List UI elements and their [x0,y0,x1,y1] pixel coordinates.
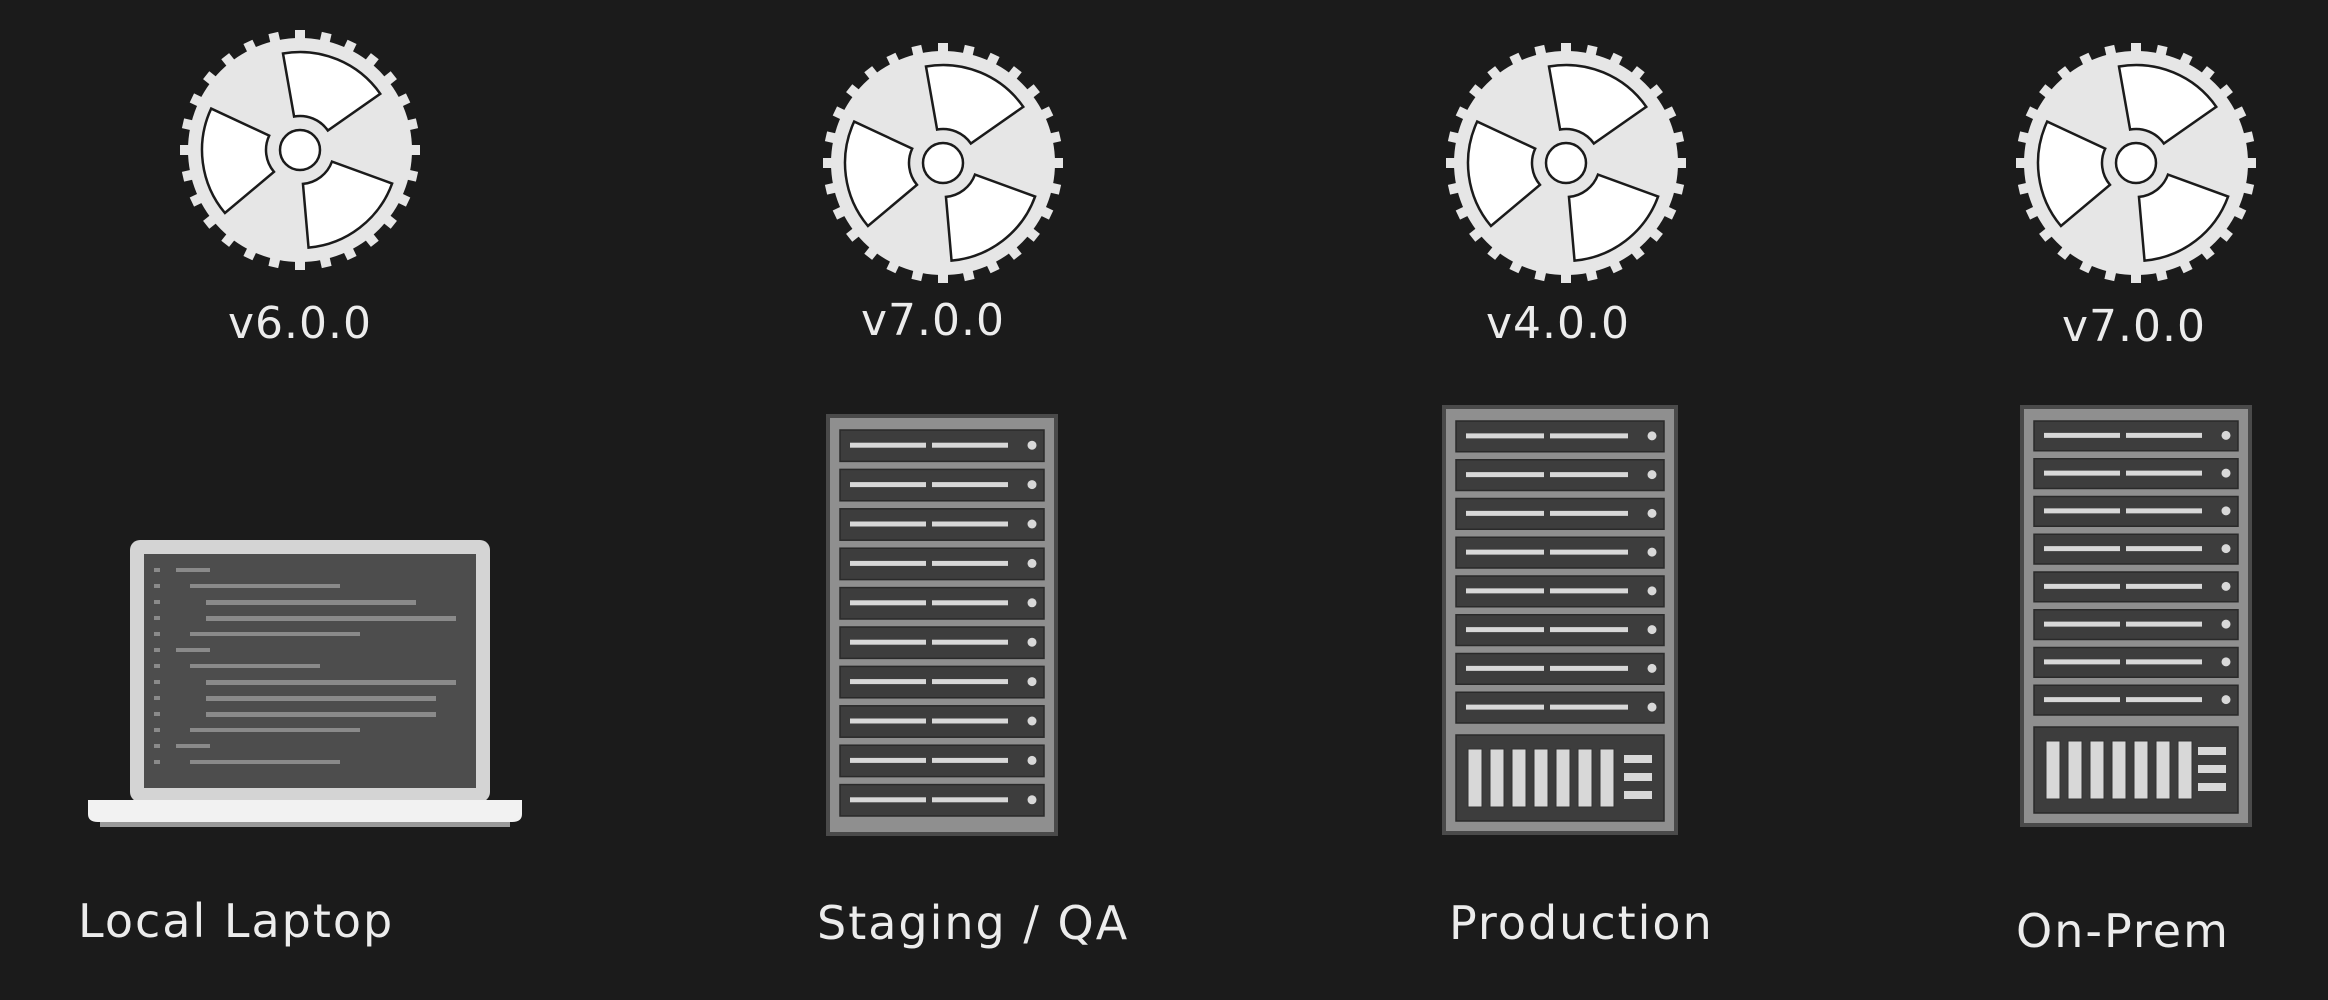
gear-icon [1436,33,1696,293]
server-rack-icon [1442,405,1678,835]
gear-icon [813,33,1073,293]
server-rack-icon [2020,405,2252,827]
gear-icon [2006,33,2266,293]
version-label: v7.0.0 [861,295,1005,346]
gear-icon [170,20,430,280]
version-label: v7.0.0 [2062,301,2206,352]
server-rack-icon [826,414,1058,836]
laptop-icon [86,538,526,838]
version-label: v6.0.0 [228,298,372,349]
version-label: v4.0.0 [1486,298,1630,349]
environment-label: On-Prem [2016,904,2230,958]
environment-label: Production [1449,896,1714,950]
environment-label: Local Laptop [78,894,395,948]
environment-label: Staging / QA [817,896,1130,950]
